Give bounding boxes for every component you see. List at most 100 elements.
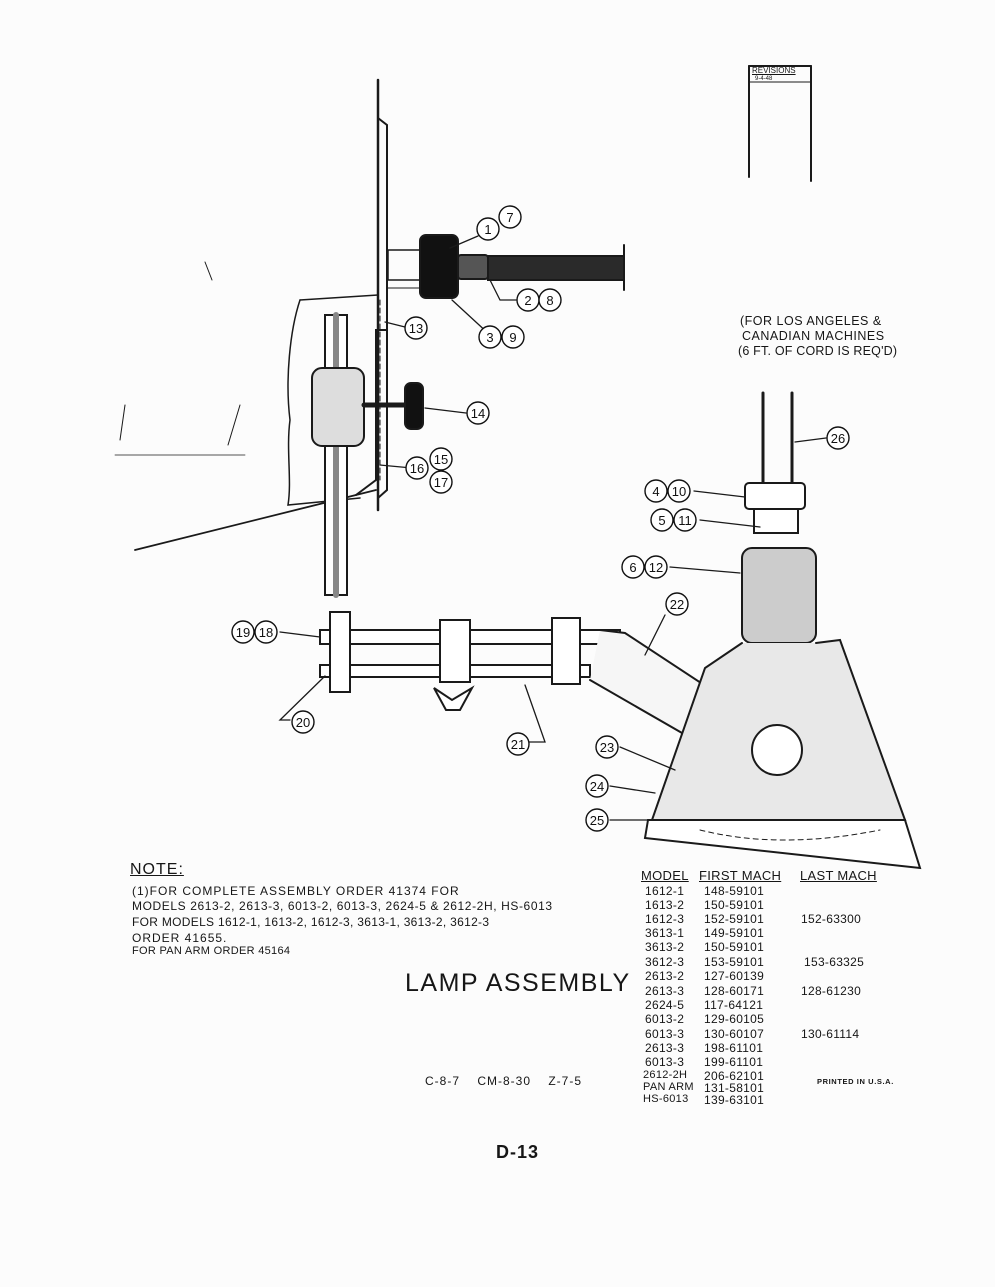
- table-row: 2612-2H 206-62101: [641, 1069, 891, 1083]
- callout-7: [498, 205, 522, 229]
- cell-model: 3612-3: [645, 955, 685, 969]
- header-model: MODEL: [641, 868, 689, 883]
- revisions-box: [748, 65, 812, 182]
- cell-first: 127-60139: [704, 969, 765, 983]
- cell-first: 131-58101: [704, 1081, 765, 1095]
- cell-model: 2612-2H: [643, 1069, 688, 1081]
- page-number: D-13: [496, 1142, 540, 1162]
- cell-model: 1612-3: [645, 912, 685, 926]
- callout-label-2: 2: [524, 293, 531, 308]
- note-line-3: FOR MODELS 1612-1, 1613-2, 1612-3, 3613-…: [132, 915, 490, 929]
- cell-first: 150-59101: [704, 940, 765, 954]
- callout-13: [404, 316, 428, 340]
- callout-label-10: 10: [672, 484, 686, 499]
- cell-first: 130-60107: [704, 1027, 765, 1041]
- revisions-label: REVISIONS: [752, 66, 796, 75]
- header-last-mach: LAST MACH: [800, 868, 877, 883]
- cell-first: 148-59101: [704, 884, 765, 898]
- callout-label-8: 8: [546, 293, 553, 308]
- table-row: PAN ARM 131-58101: [641, 1081, 891, 1095]
- callout-label-13: 13: [409, 321, 423, 336]
- callout-8: [538, 288, 562, 312]
- callout-label-23: 23: [600, 740, 614, 755]
- callout-11: [673, 508, 697, 532]
- note-line-1: (1)FOR COMPLETE ASSEMBLY ORDER 41374 FOR: [132, 884, 460, 898]
- table-row: 3612-3 153-59101 153-63325: [641, 955, 891, 969]
- cell-model: 1612-1: [645, 884, 685, 898]
- table-row: 2613-2 127-60139: [641, 969, 891, 983]
- table-row: HS-6013 139-63101: [641, 1093, 891, 1107]
- callout-label-18: 18: [259, 625, 273, 640]
- table-row: 2624-5 117-64121: [641, 998, 891, 1012]
- callout-label-6: 6: [629, 560, 636, 575]
- callout-bubbles: [231, 205, 850, 832]
- cell-model: 2624-5: [645, 998, 685, 1012]
- callout-label-20: 20: [296, 715, 310, 730]
- callout-9: [501, 325, 525, 349]
- table-row: 1612-1 148-59101: [641, 884, 891, 898]
- cell-last: 128-61230: [801, 984, 862, 998]
- cell-model: 2613-3: [645, 984, 685, 998]
- callout-label-15: 15: [434, 452, 448, 467]
- callout-16: [405, 456, 429, 480]
- callout-label-14: 14: [471, 406, 485, 421]
- table-row: 3613-1 149-59101: [641, 926, 891, 940]
- cell-model: 6013-3: [645, 1027, 685, 1041]
- cell-first: 117-64121: [704, 998, 764, 1012]
- callout-label-3: 3: [486, 330, 493, 345]
- callout-label-21: 21: [511, 737, 525, 752]
- cell-first: 198-61101: [704, 1041, 764, 1055]
- callout-25: [585, 808, 609, 832]
- callout-12: [644, 555, 668, 579]
- cell-first: 149-59101: [704, 926, 765, 940]
- callout-label-5: 5: [658, 513, 665, 528]
- callout-label-25: 25: [590, 813, 604, 828]
- cell-model: 1613-2: [645, 898, 685, 912]
- callout-18: [254, 620, 278, 644]
- table-row: 3613-2 150-59101: [641, 940, 891, 954]
- cell-first: 150-59101: [704, 898, 765, 912]
- cell-last: 130-61114: [801, 1027, 860, 1041]
- callout-23: [595, 735, 619, 759]
- callout-label-22: 22: [670, 597, 684, 612]
- cell-model: 2613-3: [645, 1041, 685, 1055]
- callout-22: [665, 592, 689, 616]
- cell-model: HS-6013: [643, 1093, 689, 1105]
- callout-label-9: 9: [509, 330, 516, 345]
- cell-model: PAN ARM: [643, 1081, 694, 1093]
- callout-24: [585, 774, 609, 798]
- cell-model: 6013-2: [645, 1012, 685, 1026]
- callout-label-11: 11: [678, 513, 692, 528]
- cell-first: 152-59101: [704, 912, 765, 926]
- table-row: 1612-3 152-59101 152-63300: [641, 912, 891, 926]
- callout-26: [826, 426, 850, 450]
- cell-first: 199-61101: [704, 1055, 764, 1069]
- printed-label: PRINTED IN U.S.A.: [817, 1077, 894, 1086]
- note-line-4: ORDER 41655.: [132, 931, 228, 945]
- callout-1: [476, 217, 500, 241]
- cord-note-line-2: CANADIAN MACHINES: [742, 329, 885, 343]
- callout-label-16: 16: [410, 461, 424, 476]
- vertical-post: [311, 312, 424, 598]
- callout-5: [650, 508, 674, 532]
- callout-10: [667, 479, 691, 503]
- callout-6: [621, 555, 645, 579]
- table-row: 2613-3 128-60171 128-61230: [641, 984, 891, 998]
- callout-17: [429, 470, 453, 494]
- cell-first: 139-63101: [704, 1093, 765, 1107]
- note-line-5: FOR PAN ARM ORDER 45164: [132, 945, 291, 957]
- cell-first: 206-62101: [704, 1069, 765, 1083]
- table-row: 6013-2 129-60105: [641, 1012, 891, 1026]
- callout-label-4: 4: [652, 484, 659, 499]
- cell-first: 129-60105: [704, 1012, 765, 1026]
- callout-label-24: 24: [590, 779, 604, 794]
- cord-note-line-3: (6 FT. OF CORD IS REQ'D): [738, 344, 898, 358]
- cell-model: 3613-1: [645, 926, 685, 940]
- callout-20: [291, 710, 315, 734]
- callout-4: [644, 479, 668, 503]
- cell-first: 128-60171: [704, 984, 765, 998]
- callout-21: [506, 732, 530, 756]
- note-line-2: MODELS 2613-2, 2613-3, 6013-2, 6013-3, 2…: [132, 899, 553, 913]
